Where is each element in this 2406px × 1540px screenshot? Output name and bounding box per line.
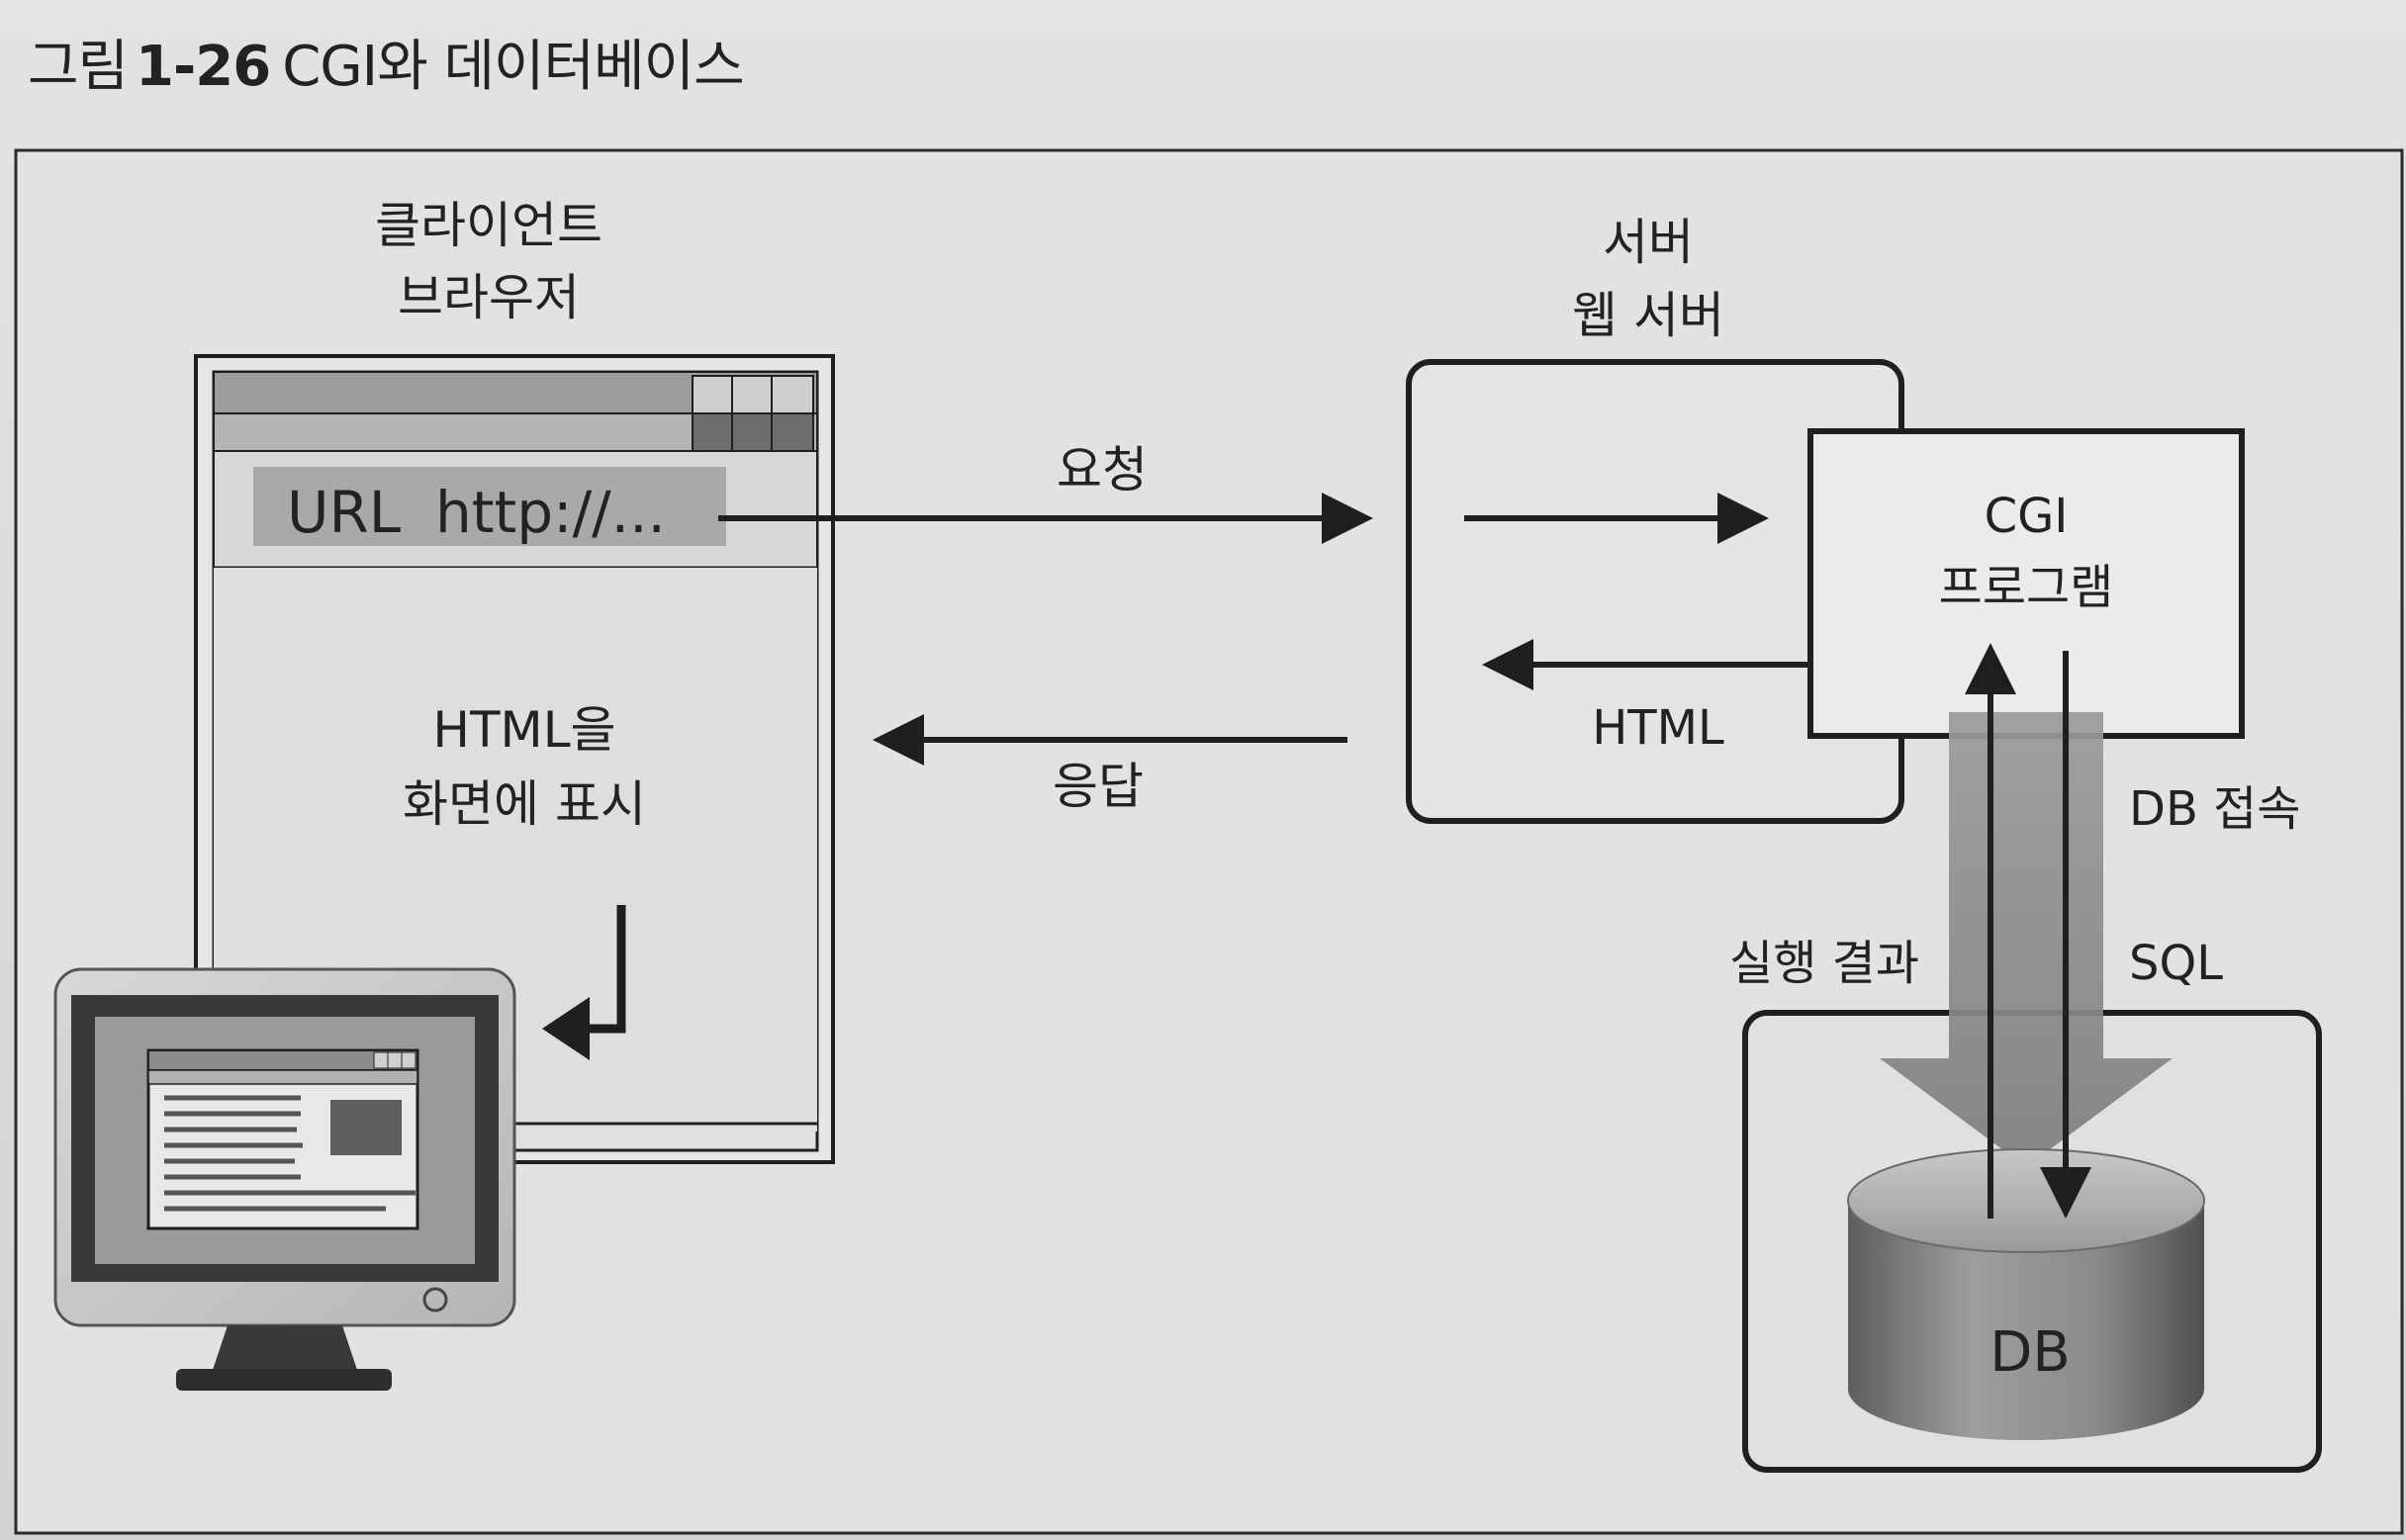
db-label: DB <box>1990 1320 2071 1385</box>
html-label: HTML <box>1592 700 1724 756</box>
sql-label: SQL <box>2129 936 2223 991</box>
figure-label: 그림 <box>28 35 129 99</box>
response-arrow <box>873 714 1347 766</box>
cgi-label: CGI <box>1985 489 2069 544</box>
web-server-heading: 웹 서버 <box>1572 287 1724 344</box>
sql-arrow <box>2040 651 2091 1219</box>
monitor-icon <box>53 967 516 1391</box>
server-to-cgi-arrow <box>1464 493 1769 544</box>
server-heading: 서버 <box>1603 214 1694 271</box>
client-heading: 클라이언트 <box>375 197 602 254</box>
window-buttons-icon <box>692 375 814 452</box>
url-bar <box>253 467 726 546</box>
request-arrow <box>718 493 1373 544</box>
display-text-line2: 화면에 표시 <box>403 775 646 833</box>
display-arrow <box>542 905 626 1060</box>
cgi-to-server-arrow <box>1482 639 1860 690</box>
url-text: http://... <box>435 479 666 546</box>
display-text-line1: HTML을 <box>432 701 615 759</box>
request-label: 요청 <box>1057 441 1148 498</box>
db-access-label: DB 접속 <box>2129 781 2300 837</box>
figure-title: CGI와 데이터베이스 <box>282 35 744 99</box>
browser-heading: 브라우저 <box>398 269 580 326</box>
figure-number: 1-26 <box>136 35 271 99</box>
result-arrow <box>1965 643 2016 1219</box>
cgi-program-box <box>1807 428 2245 739</box>
url-label: URL <box>287 479 401 546</box>
database-icon <box>1847 1148 2205 1440</box>
response-label: 응답 <box>1053 758 1144 815</box>
result-label: 실행 결과 <box>1729 936 1919 991</box>
program-label: 프로그램 <box>1939 560 2114 615</box>
db-access-arrow <box>1880 712 2173 1167</box>
